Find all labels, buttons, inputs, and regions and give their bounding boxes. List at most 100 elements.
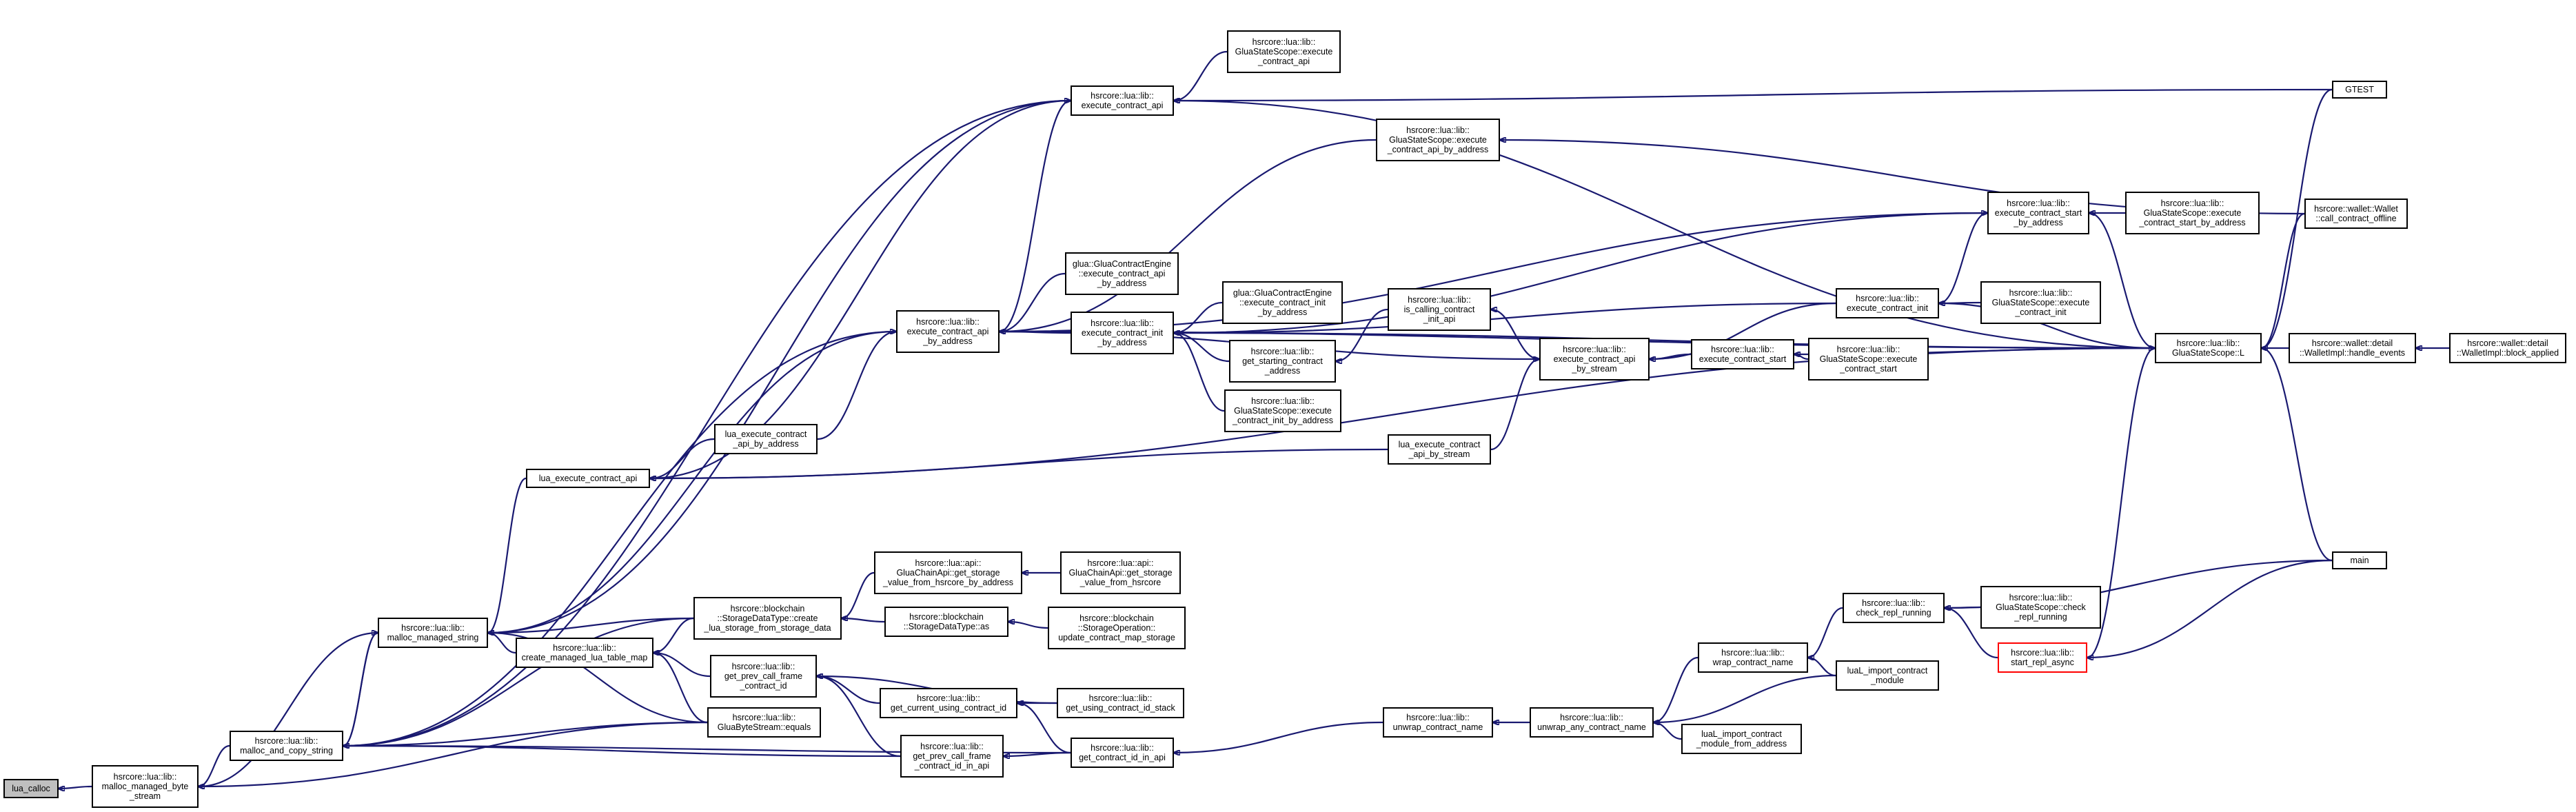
call-edge <box>999 101 1071 333</box>
graph-node[interactable]: hsrcore::lua::lib:: execute_contract_sta… <box>1987 192 2089 234</box>
call-edge <box>1336 308 1388 361</box>
call-edge <box>1650 353 1692 359</box>
graph-node[interactable]: hsrcore::lua::lib:: get_starting_contrac… <box>1229 340 1336 383</box>
call-edge <box>842 618 885 623</box>
call-edge <box>488 477 527 633</box>
call-edge <box>1938 213 1987 305</box>
graph-node[interactable]: hsrcore::wallet::detail ::WalletImpl::bl… <box>2449 333 2566 363</box>
graph-node[interactable]: hsrcore::lua::lib:: malloc_managed_byte … <box>92 765 199 808</box>
graph-node[interactable]: hsrcore::lua::lib:: get_contract_id_in_a… <box>1071 738 1174 768</box>
graph-node[interactable]: main <box>2332 551 2387 569</box>
graph-node[interactable]: hsrcore::lua::lib:: get_using_contract_i… <box>1057 688 1184 718</box>
graph-node[interactable]: hsrcore::lua::lib:: GluaStateScope::exec… <box>1224 389 1341 432</box>
call-edge <box>1174 301 1223 333</box>
call-edge <box>1004 751 1071 756</box>
graph-node[interactable]: GTEST <box>2332 81 2387 99</box>
call-edge <box>59 785 92 789</box>
call-edge <box>1939 303 2156 349</box>
graph-node[interactable]: hsrcore::lua::lib:: GluaStateScope::exec… <box>1808 338 1929 380</box>
graph-node[interactable]: hsrcore::lua::lib:: wrap_contract_name <box>1698 642 1808 673</box>
graph-node[interactable]: hsrcore::lua::lib:: GluaStateScope::chec… <box>1980 586 2101 629</box>
call-edge <box>2262 212 2305 348</box>
graph-node[interactable]: hsrcore::lua::lib:: get_prev_call_frame … <box>710 655 817 698</box>
call-edge <box>650 448 1388 478</box>
call-edge <box>2262 348 2333 562</box>
call-edge <box>1174 333 1225 412</box>
call-edge <box>2089 213 2156 349</box>
call-edge <box>1808 607 1843 658</box>
graph-node[interactable]: glua::GluaContractEngine ::execute_contr… <box>1222 281 1343 324</box>
graph-node[interactable]: hsrcore::lua::api:: GluaChainApi::get_st… <box>1060 551 1181 594</box>
call-edge <box>1174 101 2156 349</box>
root-node: lua_calloc <box>3 779 59 798</box>
call-edge <box>2087 559 2333 658</box>
graph-node[interactable]: hsrcore::lua::lib:: is_calling_contract … <box>1388 288 1491 331</box>
graph-node[interactable]: hsrcore::lua::lib:: execute_contract_sta… <box>1691 339 1794 369</box>
call-edge <box>1174 88 2333 101</box>
call-edge <box>653 653 708 724</box>
call-edge <box>488 330 897 633</box>
graph-node[interactable]: hsrcore::lua::lib:: get_prev_call_frame … <box>900 735 1004 778</box>
call-edge <box>817 676 901 758</box>
call-edge <box>1017 703 1071 754</box>
graph-node[interactable]: hsrcore::lua::lib:: execute_contract_api… <box>1539 338 1650 380</box>
call-edge <box>343 99 1071 746</box>
call-edge <box>343 721 708 746</box>
call-edge <box>1174 721 1383 753</box>
call-edge <box>1654 674 1836 722</box>
call-edge <box>343 330 897 746</box>
graph-node[interactable]: hsrcore::lua::lib:: check_repl_running <box>1843 593 1945 623</box>
graph-node[interactable]: hsrcore::lua::lib:: malloc_and_copy_stri… <box>230 731 343 761</box>
call-edge <box>1000 212 1988 332</box>
graph-node[interactable]: hsrcore::lua::lib:: GluaStateScope::exec… <box>1980 281 2101 324</box>
graph-node[interactable]: hsrcore::blockchain ::StorageDataType::a… <box>884 607 1008 637</box>
call-edge <box>817 332 896 440</box>
graph-node[interactable]: hsrcore::wallet::Wallet ::call_contract_… <box>2304 199 2408 229</box>
graph-node[interactable]: hsrcore::blockchain ::StorageOperation::… <box>1048 607 1186 649</box>
graph-node[interactable]: hsrcore::wallet::detail ::WalletImpl::ha… <box>2289 333 2416 363</box>
call-edge <box>199 721 708 786</box>
graph-node[interactable]: hsrcore::lua::lib:: create_managed_lua_t… <box>516 638 653 668</box>
call-edge <box>1000 272 1066 332</box>
graph-node[interactable]: hsrcore::lua::lib:: unwrap_contract_name <box>1383 707 1493 738</box>
graph-node[interactable]: glua::GluaContractEngine ::execute_contr… <box>1065 252 1179 295</box>
graph-node[interactable]: hsrcore::lua::lib:: GluaStateScope::L <box>2155 333 2262 363</box>
graph-node[interactable]: hsrcore::lua::lib:: start_repl_async <box>1998 642 2087 673</box>
call-edge <box>1174 333 1230 363</box>
call-edge <box>1808 658 1836 677</box>
graph-node[interactable]: hsrcore::lua::lib:: GluaStateScope::exec… <box>1376 119 1500 161</box>
call-edge <box>653 617 694 653</box>
call-edge <box>1174 50 1228 101</box>
call-edge <box>488 617 694 633</box>
graph-node[interactable]: lua_execute_contract _api_by_stream <box>1388 434 1491 465</box>
call-edge <box>488 633 708 724</box>
graph-node[interactable]: lua_execute_contract_api <box>526 469 650 488</box>
call-edge <box>488 633 516 654</box>
graph-node[interactable]: hsrcore::lua::lib:: get_current_using_co… <box>880 688 1017 718</box>
call-edge <box>1945 608 1998 659</box>
call-edge <box>343 633 378 747</box>
call-edge <box>2087 348 2155 659</box>
call-edge <box>343 617 694 746</box>
call-edge <box>650 438 715 478</box>
graph-node[interactable]: hsrcore::lua::lib:: execute_contract_api <box>1071 85 1174 116</box>
graph-node[interactable]: hsrcore::lua::lib:: GluaByteStream::equa… <box>707 707 821 738</box>
graph-node[interactable]: hsrcore::lua::lib:: unwrap_any_contract_… <box>1530 707 1654 738</box>
graph-node[interactable]: lua_execute_contract _api_by_address <box>714 424 818 454</box>
graph-node[interactable]: luaL_import_contract _module <box>1836 660 1939 691</box>
graph-node[interactable]: hsrcore::lua::lib:: GluaStateScope::exec… <box>2125 192 2260 234</box>
graph-node[interactable]: hsrcore::lua::lib:: execute_contract_api… <box>896 310 1000 353</box>
graph-node[interactable]: hsrcore::lua::lib:: execute_contract_ini… <box>1836 288 1939 318</box>
graph-node[interactable]: hsrcore::lua::lib:: malloc_managed_strin… <box>378 618 488 648</box>
call-edge <box>653 653 711 678</box>
call-edge <box>199 631 378 786</box>
graph-node[interactable]: luaL_import_contract _module_from_addres… <box>1681 724 1802 754</box>
graph-node[interactable]: hsrcore::lua::lib:: execute_contract_ini… <box>1071 312 1174 354</box>
call-edge <box>1174 333 2156 349</box>
graph-node[interactable]: hsrcore::blockchain ::StorageDataType::c… <box>693 597 842 640</box>
call-edge <box>1654 656 1698 722</box>
call-edge <box>1654 722 1682 740</box>
call-edge <box>1491 309 1540 361</box>
graph-node[interactable]: hsrcore::lua::api:: GluaChainApi::get_st… <box>874 551 1022 594</box>
graph-node[interactable]: hsrcore::lua::lib:: GluaStateScope::exec… <box>1227 30 1341 73</box>
